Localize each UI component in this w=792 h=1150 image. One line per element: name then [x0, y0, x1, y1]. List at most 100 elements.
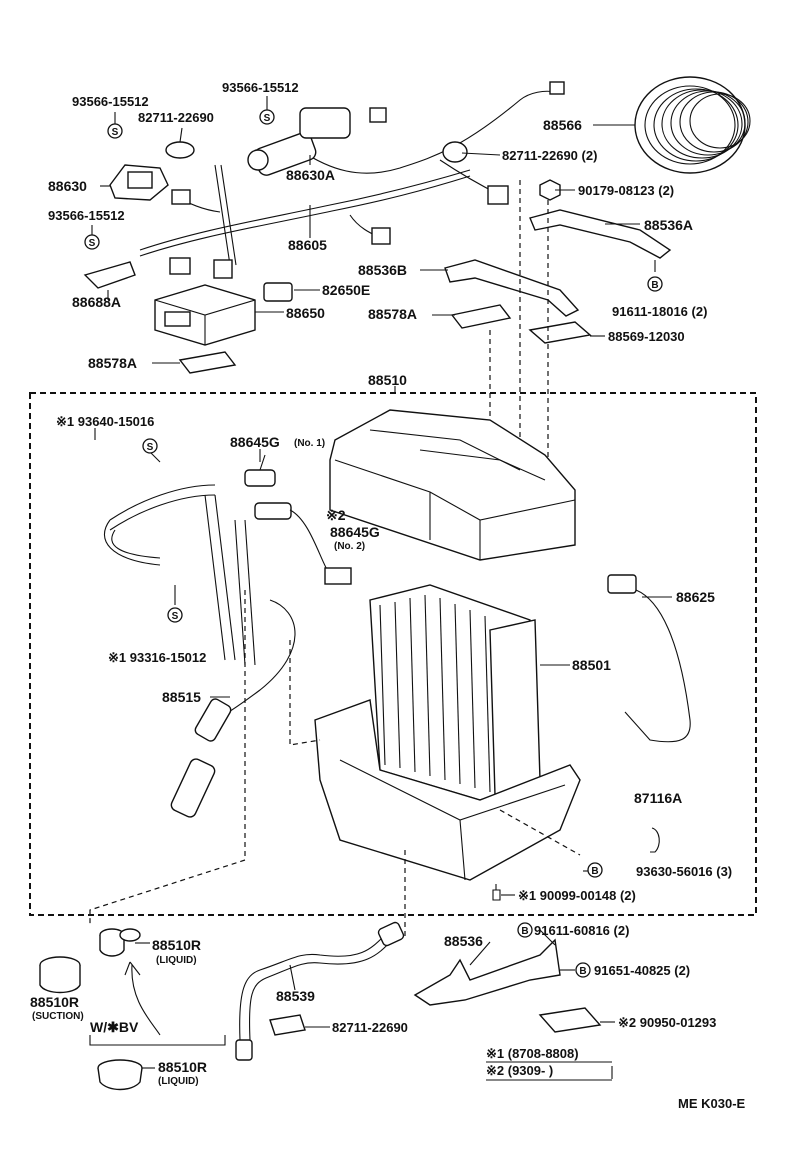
svg-text:S: S — [172, 611, 179, 622]
svg-text:S: S — [112, 127, 119, 138]
symbol-b-2: B — [587, 862, 603, 878]
label-88630: 88630 — [48, 178, 87, 194]
catalog-code: ME K030-E — [678, 1096, 746, 1111]
label-88539: 88539 — [276, 988, 315, 1004]
label-88650: 88650 — [286, 305, 325, 321]
label-82711-22690-a: 82711-22690 — [138, 110, 214, 125]
clamp-82711-a — [165, 141, 195, 159]
pad-90950 — [538, 1007, 602, 1033]
leaders — [91, 96, 672, 1069]
clip-87116A — [650, 827, 660, 853]
label-88645G-no2-mark: ※2 — [326, 507, 346, 523]
label-88625: 88625 — [676, 589, 715, 605]
symbol-b-4: B — [575, 962, 591, 978]
pad-88578A-a — [178, 351, 237, 374]
sensor-88625 — [607, 574, 691, 743]
evaporator-88501 — [369, 584, 541, 801]
tube-88515 — [103, 484, 296, 818]
label-88510R-liquid-note: (LIQUID) — [156, 955, 197, 966]
bracket-88688A — [83, 261, 136, 289]
label-88630A: 88630A — [286, 167, 335, 183]
grommet-88510R-liquid-2 — [97, 1059, 143, 1091]
lower-case — [314, 699, 581, 881]
label-93640-15016: ※1 93640-15016 — [56, 414, 154, 429]
label-88536A: 88536A — [644, 217, 693, 233]
label-88510R-liquid: 88510R — [152, 937, 201, 953]
symbol-b-3: B — [517, 922, 533, 938]
label-91651-40825: 91651-40825 (2) — [594, 963, 690, 978]
symbol-s-3: S — [84, 234, 100, 250]
label-88510R-suction: 88510R — [30, 994, 79, 1010]
label-87116A: 87116A — [634, 790, 682, 806]
thermistor-88645G-no2 — [254, 502, 352, 585]
label-88510R-liquid-2-note: (LIQUID) — [158, 1076, 199, 1087]
pad-88578A-b — [450, 304, 512, 329]
label-88645G-no2: 88645G — [330, 524, 380, 540]
relay-82650E — [263, 282, 293, 302]
label-88510R-liquid-2: 88510R — [158, 1059, 207, 1075]
clamp-82711-c — [269, 1014, 306, 1036]
note-1: ※1 (8708-8808) — [486, 1046, 579, 1061]
label-82650E: 82650E — [322, 282, 370, 298]
label-wbv: W/✱BV — [90, 1019, 139, 1035]
label-88566: 88566 — [543, 117, 582, 133]
symbol-b-1: B — [647, 276, 663, 292]
label-88578A-b: 88578A — [88, 355, 137, 371]
label-88501: 88501 — [572, 657, 611, 673]
note-2: ※2 (9309- ) — [486, 1063, 553, 1078]
label-88569-12030: 88569-12030 — [608, 329, 685, 344]
arrow — [124, 961, 161, 1036]
svg-text:S: S — [264, 113, 271, 124]
plate-88569 — [528, 321, 592, 344]
duct-hose-88566 — [634, 76, 751, 174]
label-88645G-no1-note: (No. 1) — [294, 438, 325, 449]
bracket-wbv — [89, 1035, 226, 1046]
label-91611-60816: 91611-60816 (2) — [534, 923, 629, 938]
svg-text:B: B — [579, 966, 586, 977]
symbol-s-4: S — [142, 438, 158, 454]
svg-text:B: B — [591, 866, 598, 877]
label-88605: 88605 — [288, 237, 327, 253]
tube-88539 — [235, 921, 405, 1061]
label-93316-15012: ※1 93316-15012 — [108, 650, 206, 665]
label-82711-22690-b: 82711-22690 (2) — [502, 148, 597, 163]
svg-text:S: S — [147, 442, 154, 453]
sensor-88630A — [247, 107, 351, 176]
screw-90099 — [492, 884, 501, 901]
label-88536B: 88536B — [358, 262, 407, 278]
thermistor-88645G-no1 — [244, 454, 276, 487]
label-90099-00148: ※1 90099-00148 (2) — [518, 888, 636, 903]
label-88536: 88536 — [444, 933, 483, 949]
label-93566-15512-c: 93566-15512 — [48, 208, 125, 223]
sensor-88630 — [109, 164, 169, 201]
label-88688A: 88688A — [72, 294, 121, 310]
label-93566-15512-a: 93566-15512 — [72, 94, 149, 109]
amplifier-88650 — [154, 284, 256, 346]
symbol-s-5: S — [167, 607, 183, 623]
label-93566-15512-b: 93566-15512 — [222, 80, 299, 95]
label-82711-22690-c: 82711-22690 — [332, 1020, 408, 1035]
label-91611-18016: 91611-18016 (2) — [612, 304, 707, 319]
bracket-88536 — [413, 938, 561, 1006]
bracket-88536A — [529, 209, 672, 259]
note-divider — [486, 1061, 613, 1081]
upper-case — [329, 409, 576, 561]
label-93630-56016: 93630-56016 (3) — [636, 864, 732, 879]
bracket-88536B — [444, 259, 580, 317]
symbol-s-2: S — [259, 109, 275, 125]
symbol-s-1: S — [107, 123, 123, 139]
label-88515: 88515 — [162, 689, 201, 705]
grommet-88510R-suction — [39, 956, 81, 994]
clamp-82711-b — [442, 141, 468, 163]
svg-text:B: B — [521, 926, 528, 937]
label-88510R-suction-note: (SUCTION) — [32, 1011, 84, 1022]
wire-harness-88605 — [139, 81, 565, 279]
label-90950-01293: ※2 90950-01293 — [618, 1015, 716, 1030]
label-88645G-no1: 88645G — [230, 434, 280, 450]
label-88645G-no2-note: (No. 2) — [334, 541, 365, 552]
svg-text:B: B — [651, 280, 658, 291]
label-88578A-a: 88578A — [368, 306, 417, 322]
svg-text:S: S — [89, 238, 96, 249]
grommet-88510R-liquid — [99, 928, 141, 957]
